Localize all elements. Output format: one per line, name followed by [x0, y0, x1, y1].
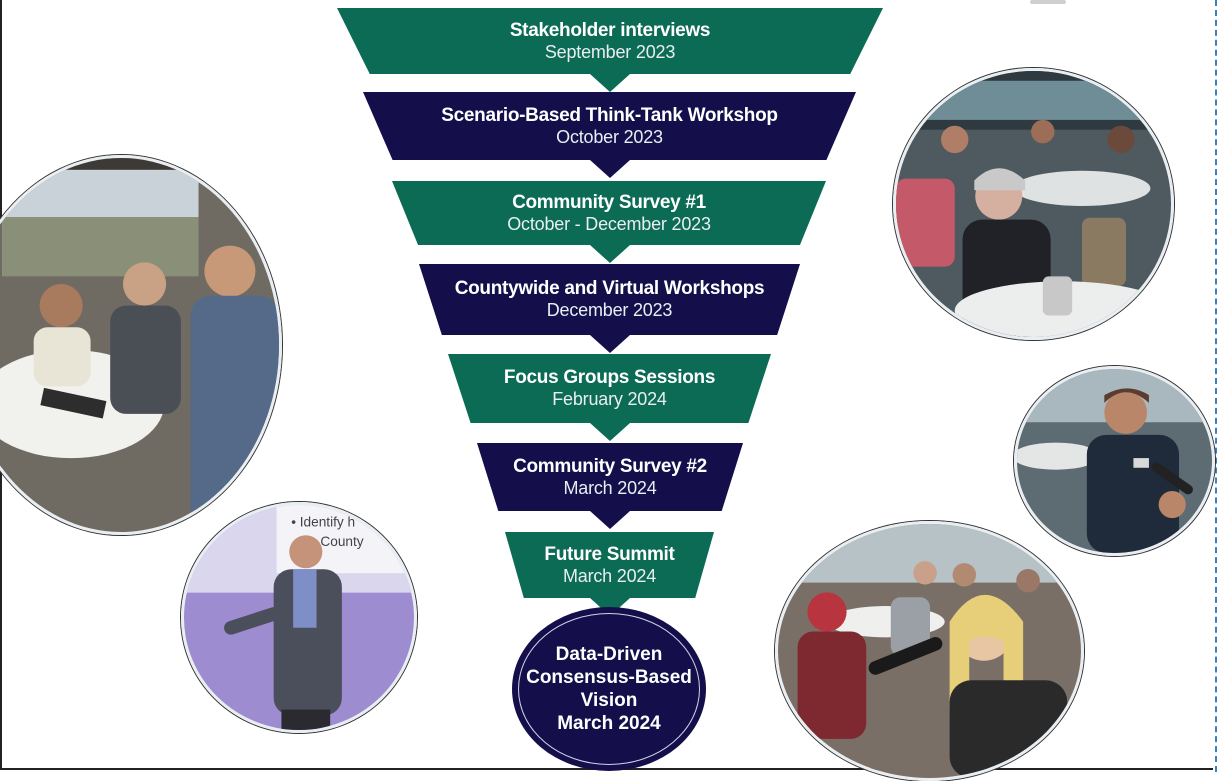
stage-date: October 2023 — [556, 126, 663, 147]
stage-countywide-workshops: Countywide and Virtual Workshops Decembe… — [419, 264, 800, 335]
slide-text: • Identify h — [291, 514, 355, 529]
stage-title: Community Survey #2 — [513, 455, 707, 477]
stage-connector-arrow — [590, 160, 630, 178]
stage-date: March 2024 — [562, 565, 657, 586]
stage-stakeholder-interviews: Stakeholder interviews September 2023 — [337, 8, 883, 74]
slide-text: County — [320, 534, 363, 549]
page-edge-rule — [1215, 0, 1217, 772]
stage-title: Community Survey #1 — [512, 191, 706, 213]
photo-illustration — [1017, 369, 1212, 553]
stage-title: Countywide and Virtual Workshops — [454, 278, 765, 299]
stage-date: September 2023 — [544, 41, 676, 62]
stage-community-survey-2: Community Survey #2 March 2024 — [477, 443, 743, 511]
outcome-circle: Data-Driven Consensus-Based Vision March… — [512, 607, 706, 771]
stage-connector-arrow — [590, 511, 630, 529]
seated-participant-photo — [893, 68, 1174, 340]
outcome-line: Vision — [580, 690, 638, 711]
microphone-speaker-photo — [1014, 366, 1215, 556]
audience-microphone-photo — [775, 521, 1084, 781]
outcome-line: Consensus-Based — [526, 667, 692, 688]
stage-date: October - December 2023 — [507, 213, 711, 234]
speaker-photo: • Identify h County — [181, 502, 417, 733]
photo-illustration — [0, 158, 279, 532]
stage-connector-arrow — [590, 245, 630, 263]
photo-illustration — [778, 524, 1081, 778]
photo-illustration — [896, 71, 1171, 337]
stage-community-survey-1: Community Survey #1 October - December 2… — [392, 181, 826, 245]
stage-focus-groups: Focus Groups Sessions February 2024 — [448, 354, 771, 423]
stage-title: Stakeholder interviews — [509, 19, 711, 41]
stage-date: March 2024 — [563, 477, 657, 498]
outcome-line: Data-Driven — [555, 644, 663, 665]
outcome-date: March 2024 — [557, 713, 661, 734]
stage-future-summit: Future Summit March 2024 — [505, 532, 714, 598]
stage-title: Focus Groups Sessions — [503, 367, 716, 388]
workshop-table-photo — [0, 155, 282, 535]
stage-connector-arrow — [590, 335, 630, 353]
outcome-text: Data-Driven Consensus-Based Vision March… — [518, 613, 700, 765]
corner-decoration — [1030, 0, 1066, 4]
stage-connector-arrow — [590, 74, 630, 92]
stage-think-tank-workshop: Scenario-Based Think-Tank Workshop Octob… — [363, 92, 856, 160]
stage-title: Future Summit — [544, 543, 675, 565]
stage-title: Scenario-Based Think-Tank Workshop — [441, 104, 778, 126]
stage-connector-arrow — [590, 423, 630, 441]
stage-date: December 2023 — [546, 300, 673, 320]
photo-illustration: • Identify h County — [184, 505, 414, 730]
stage-date: February 2024 — [552, 389, 667, 409]
